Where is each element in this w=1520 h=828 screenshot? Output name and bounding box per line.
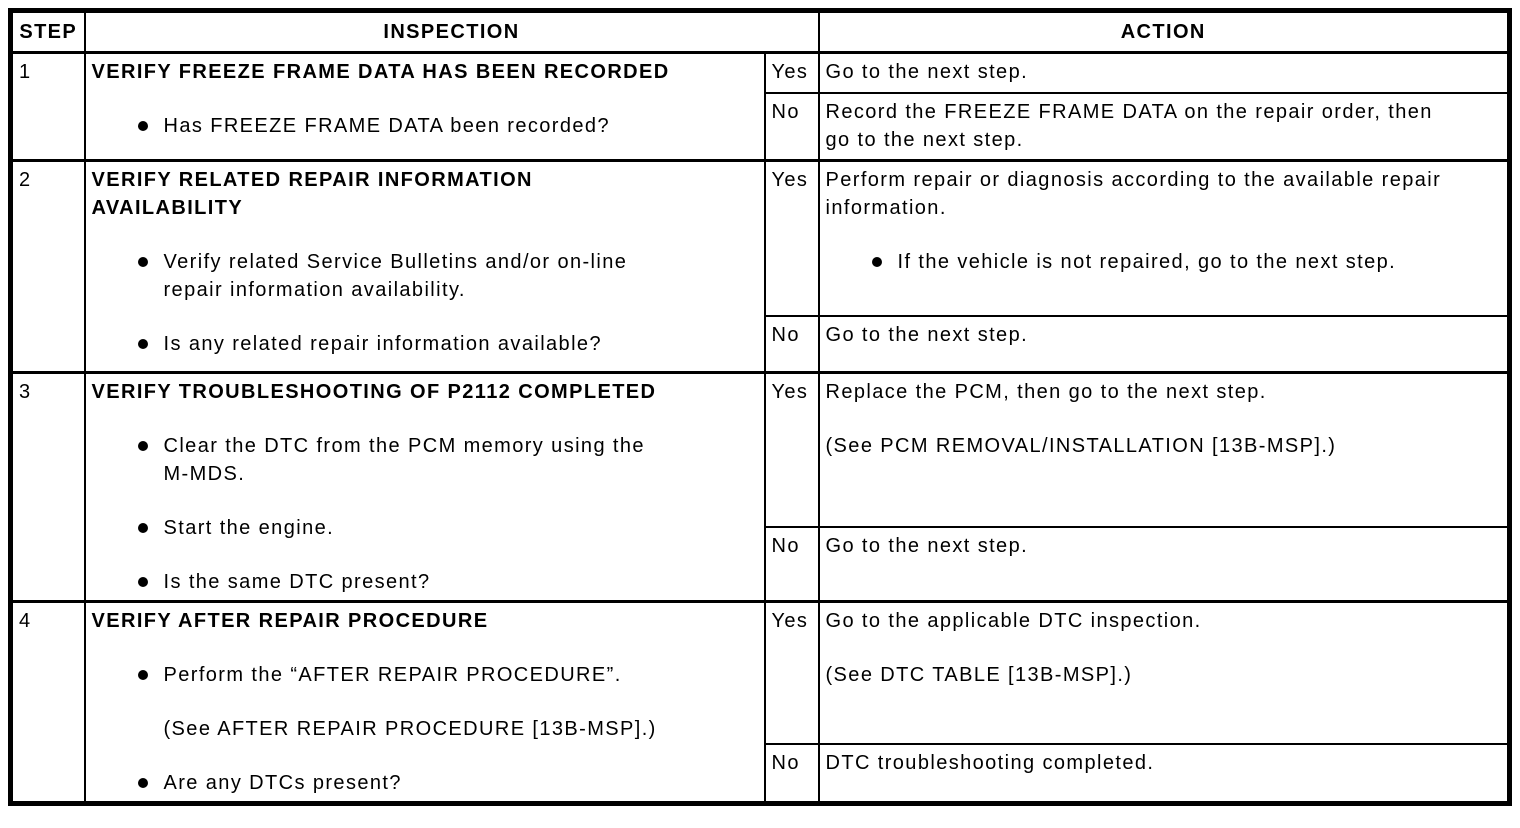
no-label-cell: No: [763, 314, 820, 374]
no-action-cell: DTC troubleshooting completed.: [817, 742, 1511, 805]
inspection-title: VERIFY RELATED REPAIR INFORMATION: [91, 169, 533, 191]
inspection-bullet-item: Are any DTCs present?: [92, 769, 756, 797]
yes-label-cell: Yes: [763, 51, 820, 94]
table-row: 1 VERIFY FREEZE FRAME DATA HAS BEEN RECO…: [9, 51, 1511, 162]
inspection-bullet-item: Verify related Service Bulletins and/or …: [92, 248, 756, 304]
yes-label-cell: Yes: [763, 599, 820, 745]
no-label-cell: No: [763, 526, 820, 603]
inspection-title: VERIFY AFTER REPAIR PROCEDURE: [91, 610, 489, 632]
no-action-cell: Go to the next step.: [817, 314, 1511, 374]
inspection-bullet-item: Start the engine.: [92, 514, 756, 542]
no-label-cell: No: [763, 742, 820, 805]
see-reference: (See DTC TABLE [13B-MSP].): [825, 664, 1133, 686]
bullet-icon: [137, 257, 148, 267]
table-row: No Go to the next step.: [11, 526, 1511, 603]
no-action-cell: Record the FREEZE FRAME DATA on the repa…: [817, 91, 1511, 162]
inspection-cell: VERIFY AFTER REPAIR PROCEDURE Perform th…: [83, 600, 766, 805]
bullet-icon: [137, 339, 148, 349]
inspection-bullet-item: Is the same DTC present?: [92, 568, 756, 596]
table-row: 3 VERIFY TROUBLESHOOTING OF P2112 COMPLE…: [9, 371, 1511, 603]
yes-action-cell: Go to the next step.: [817, 51, 1511, 94]
inspection-title: VERIFY TROUBLESHOOTING OF P2112 COMPLETE…: [91, 381, 657, 403]
yes-action-cell: Perform repair or diagnosis according to…: [817, 159, 1511, 317]
no-action-cell: Go to the next step.: [817, 526, 1511, 603]
yes-action-cell: Replace the PCM, then go to the next ste…: [817, 371, 1511, 529]
table-row: 2 VERIFY RELATED REPAIR INFORMATION AVAI…: [9, 159, 1511, 374]
no-label-cell: No: [763, 91, 820, 162]
bullet-icon: [137, 577, 148, 587]
table-row: No Record the FREEZE FRAME DATA on the r…: [11, 91, 1511, 162]
yes-action-cell: Go to the applicable DTC inspection. (Se…: [817, 599, 1511, 745]
header-inspection: INSPECTION: [83, 9, 820, 54]
see-reference: (See AFTER REPAIR PROCEDURE [13B-MSP].): [163, 718, 657, 740]
inspection-cell: VERIFY RELATED REPAIR INFORMATION AVAILA…: [83, 159, 766, 374]
inspection-title: VERIFY FREEZE FRAME DATA HAS BEEN RECORD…: [91, 61, 670, 83]
table-row: 4 VERIFY AFTER REPAIR PROCEDURE Perform …: [9, 599, 1511, 805]
table-row: No DTC troubleshooting completed.: [11, 742, 1511, 805]
bullet-icon: [137, 523, 148, 533]
see-reference: (See PCM REMOVAL/INSTALLATION [13B-MSP].…: [825, 435, 1337, 457]
header-action: ACTION: [817, 9, 1511, 54]
document-page: STEP INSPECTION ACTION 1 VERIFY FREEZE F…: [8, 8, 1512, 806]
step-number: 2: [9, 159, 86, 374]
inspection-bullet-item: Perform the “AFTER REPAIR PROCEDURE”.: [92, 661, 756, 689]
inspection-cell: VERIFY FREEZE FRAME DATA HAS BEEN RECORD…: [83, 51, 766, 162]
yes-label-cell: Yes: [763, 159, 820, 317]
inspection-bullet-item: Has FREEZE FRAME DATA been recorded?: [92, 112, 756, 140]
inspection-bullet-item: Clear the DTC from the PCM memory using …: [92, 432, 756, 488]
inspection-cell: VERIFY TROUBLESHOOTING OF P2112 COMPLETE…: [83, 371, 766, 603]
header-step: STEP: [9, 9, 86, 54]
table-row: No Go to the next step.: [11, 314, 1511, 374]
bullet-icon: [871, 257, 882, 267]
inspection-title: AVAILABILITY: [91, 197, 244, 219]
inspection-bullet-item: Is any related repair information availa…: [92, 330, 756, 358]
header-row: STEP INSPECTION ACTION: [9, 9, 1511, 54]
step-number: 4: [9, 600, 86, 805]
step-number: 3: [9, 371, 86, 603]
yes-label-cell: Yes: [763, 371, 820, 529]
step-number: 1: [9, 51, 86, 162]
bullet-icon: [137, 441, 148, 451]
troubleshooting-table: STEP INSPECTION ACTION 1 VERIFY FREEZE F…: [8, 8, 1512, 806]
bullet-icon: [137, 778, 148, 788]
action-bullet-item: If the vehicle is not repaired, go to th…: [826, 248, 1500, 276]
bullet-icon: [137, 670, 148, 680]
bullet-icon: [137, 121, 148, 131]
